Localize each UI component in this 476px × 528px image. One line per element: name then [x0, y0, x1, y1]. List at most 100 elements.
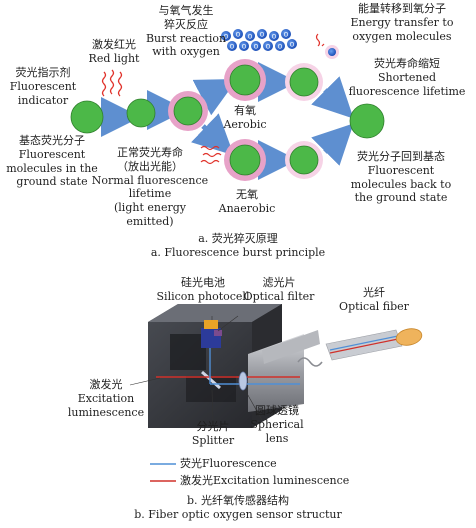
leader-lines [129, 315, 263, 421]
molecule-ground-state [70, 100, 104, 134]
molecule-burst [168, 91, 208, 131]
oxygen-symbol-7: O [242, 44, 247, 51]
oxygen-symbol-10: O [278, 44, 283, 51]
aerobic-en: Aerobic [223, 117, 267, 131]
back-to-ground-en3: the ground state [354, 191, 448, 205]
fluorescent-indicator-en1: Fluorescent [9, 79, 77, 93]
silicon-photocell-en: Silicon photocell [156, 289, 250, 303]
oxygen-symbol-3: O [260, 32, 265, 39]
molecule-excited [126, 98, 156, 128]
flow-arrows [101, 62, 354, 180]
oxygen-molecule-11 [287, 39, 297, 49]
spherical-lens-en2: lens [265, 431, 289, 445]
caption-a: a. 荧光猝灭原理 a. Fluorescence burst principl… [0, 232, 476, 260]
molecule-anaerobic-2 [285, 141, 323, 179]
splitter-label: 分光片 Splitter [184, 420, 242, 448]
oxygen-molecule-5 [281, 29, 291, 39]
excitation-en2: luminescence [67, 405, 145, 419]
red-light-cn: 激发红光 [92, 38, 136, 51]
oxygen-symbol-2: O [248, 34, 253, 41]
burst-reaction-en1: Burst reaction [145, 31, 227, 45]
ground-state-en1: Fluorescent [18, 147, 86, 161]
aerobic-label: 有氧 Aerobic [218, 104, 272, 132]
arrow-to-final-top [311, 76, 354, 119]
oxygen-molecule-1 [233, 29, 243, 39]
back-to-ground-label: 荧光分子回到基态 Fluorescent molecules back to t… [328, 150, 474, 205]
oxygen-molecule-7 [239, 41, 249, 51]
oxygen-molecule-8 [251, 41, 261, 51]
oxygen-molecule-0 [221, 31, 231, 41]
caption-b-en: b. Fiber optic oxygen sensor structur [134, 507, 342, 521]
ground-state-en3: ground state [16, 175, 88, 189]
oxygen-symbol-6: O [230, 44, 235, 51]
normal-lifetime-en2: lifetime [128, 187, 172, 201]
oxygen-symbol-11: O [290, 42, 295, 49]
optical-fiber-label: 光纤 Optical fiber [328, 286, 420, 314]
red-light-waves-icon [101, 69, 123, 97]
arrow-to-anaerobic [191, 113, 234, 156]
red-light-label: 激发红光 Red light [82, 38, 146, 66]
oxygen-molecule-3 [257, 29, 267, 39]
oxygen-symbol-1: O [236, 32, 241, 39]
oxygen-molecule-2 [245, 31, 255, 41]
oxygen-symbol-0: O [224, 34, 229, 41]
caption-b: b. 光纤氧传感器结构 b. Fiber optic oxygen sensor… [0, 494, 476, 522]
caption-a-en: a. Fluorescence burst principle [150, 245, 326, 259]
shortened-lifetime-label: 荧光寿命缩短 Shortened fluorescence lifetime [340, 57, 474, 98]
optical-filter-label: 滤光片 Optical filter [236, 276, 322, 304]
caption-a-cn: a. 荧光猝灭原理 [198, 232, 278, 245]
back-to-ground-cn: 荧光分子回到基态 [357, 150, 445, 163]
optical-filter-block [214, 330, 222, 336]
shortened-en2: fluorescence lifetime [348, 84, 466, 98]
normal-lifetime-cn2: （放出光能） [117, 159, 183, 173]
aerobic-cn: 有氧 [234, 104, 256, 117]
energy-transfer-label: 能量转移到氧分子 Energy transfer to oxygen molec… [330, 2, 474, 43]
splitter-plate [201, 370, 221, 390]
anaerobic-en: Anaerobic [218, 201, 276, 215]
anaerobic-cn: 无氧 [236, 188, 258, 201]
burst-reaction-cn2: 猝灭反应 [164, 17, 208, 31]
oxygen-molecule-10 [275, 41, 285, 51]
energy-transfer-cn: 能量转移到氧分子 [358, 2, 446, 15]
energy-transfer-en2: oxygen molecules [352, 29, 452, 43]
silicon-photocell-label: 硅光电池 Silicon photocell [152, 276, 254, 304]
shortened-en1: Shortened [377, 70, 437, 84]
oxygen-symbol-9: O [266, 44, 271, 51]
oxygen-symbol-4: O [272, 34, 277, 41]
red-light-en: Red light [88, 51, 140, 65]
ground-state-cn: 基态荧光分子 [19, 134, 85, 147]
molecule-aerobic [224, 59, 266, 101]
oxygen-molecule-9 [263, 41, 273, 51]
burst-reaction-label: 与氧气发生 猝灭反应 Burst reaction with oxygen [140, 4, 232, 59]
optical-fiber-en: Optical fiber [339, 299, 409, 313]
normal-lifetime-label: 正常荧光寿命 （放出光能） Normal fluorescence lifeti… [90, 146, 210, 229]
anaerobic-label: 无氧 Anaerobic [214, 188, 280, 216]
spherical-lens-en1: Spherical [250, 417, 304, 431]
spherical-lens-icon [238, 371, 248, 391]
back-to-ground-en2: molecules back to [350, 177, 452, 191]
burst-reaction-en2: with oxygen [152, 45, 220, 59]
splitter-en: Splitter [191, 433, 235, 447]
excitation-label: 激发光 Excitation luminescence [60, 378, 152, 419]
normal-lifetime-en3: (light energy emitted) [114, 201, 186, 228]
optical-filter-cn: 滤光片 [262, 276, 296, 289]
ground-state-en2: molecules in the [6, 161, 98, 175]
caption-b-cn: b. 光纤氧传感器结构 [186, 494, 290, 507]
back-to-ground-en1: Fluorescent [367, 163, 435, 177]
light-paths [156, 348, 300, 385]
legend-excitation-label: 激发光Excitation luminescence [180, 474, 350, 487]
excitation-en1: Excitation [77, 391, 135, 405]
fluorescent-indicator-cn: 荧光指示剂 [15, 66, 71, 79]
fiber-tube [248, 330, 320, 412]
burst-reaction-cn1: 与氧气发生 [158, 4, 214, 17]
fiber-cable [297, 328, 423, 367]
normal-lifetime-en1: Normal fluorescence [91, 173, 209, 187]
energy-transfer-wave-icon [315, 33, 325, 47]
fluorescent-indicator-label: 荧光指示剂 Fluorescent indicator [4, 66, 82, 107]
excitation-cn: 激发光 [89, 378, 123, 391]
energy-transfer-en1: Energy transfer to [350, 15, 454, 29]
spherical-lens-cn: 圆球透镜 [255, 404, 299, 417]
normal-emission-waves-icon [200, 145, 222, 165]
